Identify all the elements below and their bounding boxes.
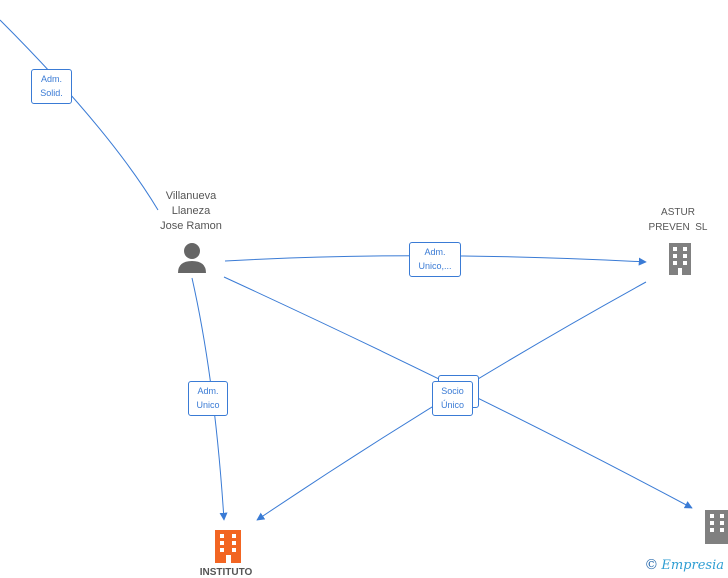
building-icon[interactable] [705, 510, 728, 544]
edge-label-line: Único [440, 400, 464, 410]
brand-logo: Empresia [661, 558, 724, 573]
watermark: ©Empresia [644, 557, 724, 573]
edge-label-adm-unico[interactable]: Adm. Unico [188, 381, 228, 416]
company-name-label[interactable]: ASTUR PREVEN SL [649, 205, 708, 235]
edge-label-line: Adm. [197, 386, 219, 396]
edge-label-line: Adm. [40, 74, 62, 84]
company-name-label[interactable]: INSTITUTO [199, 567, 253, 578]
edge-label-line: Unico [196, 400, 220, 410]
person-name-line: Jose Ramon [160, 220, 222, 232]
edge-label-line: Adm. [424, 247, 446, 257]
edge-adm-solid [0, 19, 159, 211]
person-name-line: Llaneza [171, 205, 211, 217]
edge-label-line: Solid. [40, 88, 63, 98]
company-name-line: ASTUR [661, 207, 695, 218]
copyright-icon: © [644, 557, 659, 573]
building-icon[interactable] [669, 243, 691, 275]
person-name-line: Villanueva [165, 190, 217, 202]
person-icon[interactable] [178, 243, 206, 273]
edge-label-adm-unico-trunc[interactable]: Adm. Unico,... [409, 242, 461, 277]
edge-label-line: Socio [441, 386, 464, 396]
edge-label-line: Unico,... [418, 261, 452, 271]
person-name-label[interactable]: Villanueva Llaneza Jose Ramon [160, 189, 222, 234]
edge-label-adm-solid[interactable]: Adm. Solid. [31, 69, 72, 104]
company-name-line: PREVEN SL [648, 222, 708, 233]
building-icon[interactable] [215, 530, 241, 563]
edge-label-socio-unico[interactable]: Socio Único [432, 381, 473, 416]
